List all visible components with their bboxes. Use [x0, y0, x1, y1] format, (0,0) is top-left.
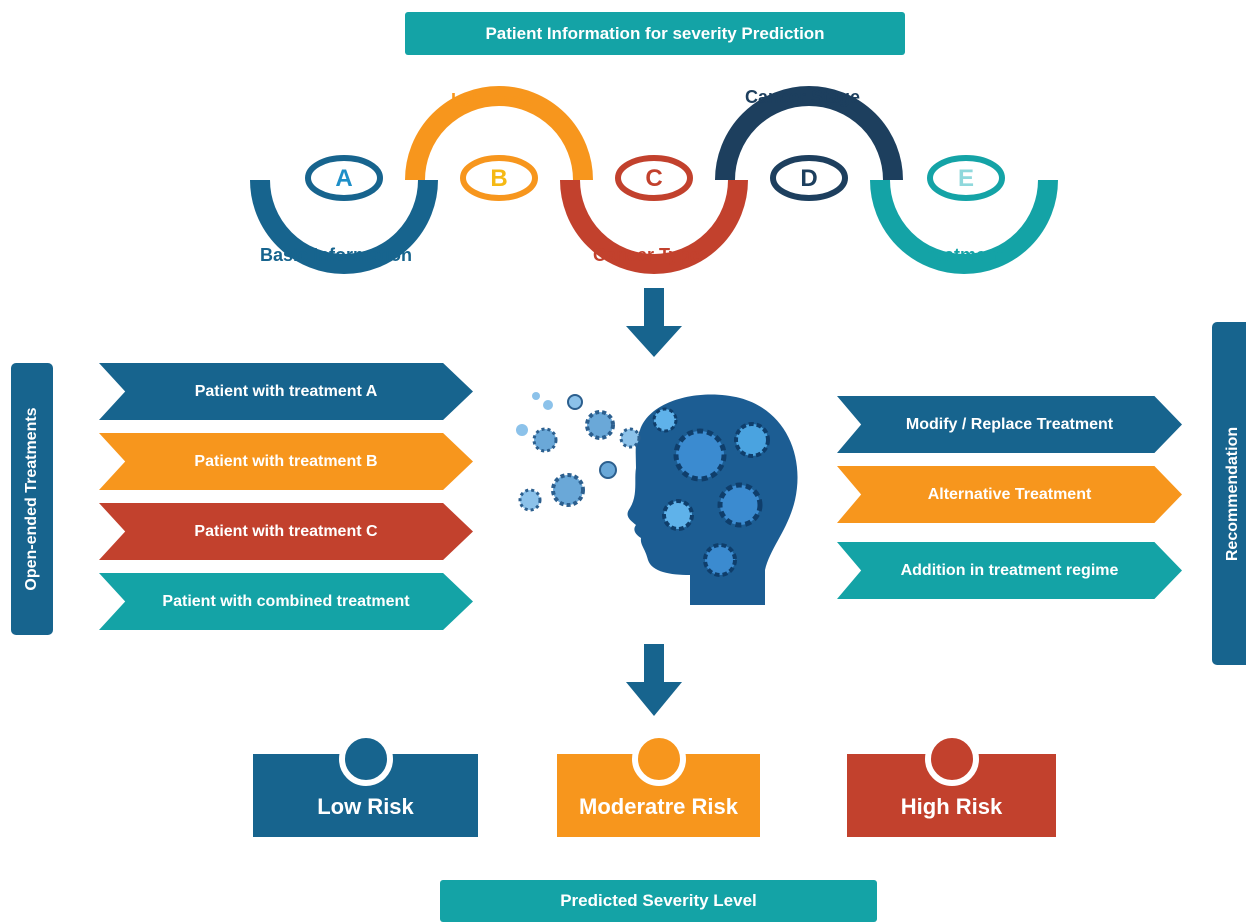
step-circle-a: [305, 155, 383, 201]
step-label-b: Lab Tests: [451, 90, 534, 110]
left-item-combined-treatment: Patient with combined treatment: [99, 573, 473, 630]
risk-label-moderate: Moderatre Risk: [579, 793, 738, 819]
risk-box-high: High Risk: [847, 732, 1056, 837]
gear-head-icon: [516, 392, 798, 605]
step-label-d: Cancer Stage: [745, 87, 861, 107]
right-item-alternative: Alternative Treatment: [837, 466, 1182, 523]
step-circle-b: [460, 155, 538, 201]
wave-segment-e: [870, 179, 1058, 274]
bottom-banner: Predicted Severity Level: [440, 880, 877, 922]
top-banner: Patient Information for severity Predict…: [405, 12, 905, 55]
step-circle-e: [927, 155, 1005, 201]
step-circle-c: [615, 155, 693, 201]
step-letter-d: D: [800, 165, 817, 192]
wave-segment-b: [405, 86, 593, 181]
left-side-bar: Open-ended Treatments: [11, 363, 53, 635]
step-letter-b: B: [490, 165, 507, 192]
step-letter-c: C: [645, 165, 662, 192]
risk-circle-moderate: [631, 732, 686, 786]
risk-box-moderate: Moderatre Risk: [557, 732, 760, 837]
step-letter-a: A: [335, 165, 352, 192]
arrow-down-icon: [626, 288, 682, 357]
wave-segment-d: [715, 86, 903, 181]
step-label-e: Treatment: [917, 245, 1004, 265]
wave-segment-c: [560, 179, 748, 274]
risk-label-high: High Risk: [900, 793, 1003, 819]
risk-circle-high: [924, 732, 979, 786]
left-item-treatment-a: Patient with treatment A: [99, 363, 473, 420]
step-label-a: Basic Information: [260, 245, 413, 265]
wave-segment-a: [250, 179, 438, 274]
risk-box-low: Low Risk: [253, 732, 478, 837]
step-circle-d: [770, 155, 848, 201]
risk-circle-low: [338, 732, 393, 786]
right-item-addition: Addition in treatment regime: [837, 542, 1182, 599]
arrow-down-icon: [626, 644, 682, 716]
left-item-treatment-b: Patient with treatment B: [99, 433, 473, 490]
step-letter-e: E: [958, 165, 974, 192]
right-side-bar: Recommendation: [1212, 322, 1246, 665]
right-item-modify-replace: Modify / Replace Treatment: [837, 396, 1182, 453]
left-item-treatment-c: Patient with treatment C: [99, 503, 473, 560]
risk-label-low: Low Risk: [317, 793, 414, 819]
step-label-c: Cancer Type: [593, 245, 700, 265]
